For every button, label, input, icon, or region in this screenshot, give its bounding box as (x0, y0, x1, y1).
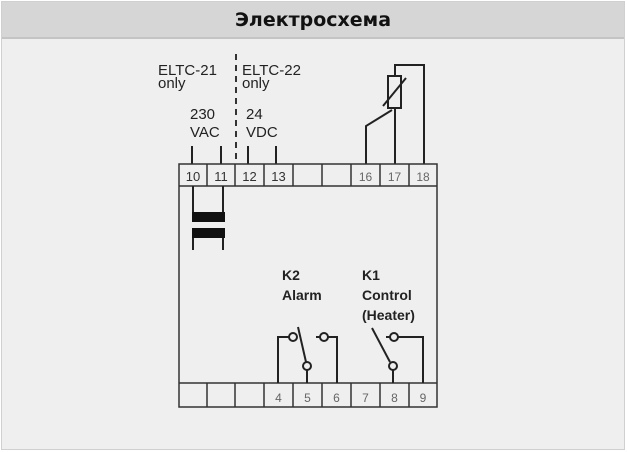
terminal-5: 5 (304, 391, 311, 405)
voltage-230-label: 230 (190, 106, 215, 123)
terminal-4: 4 (275, 391, 282, 405)
eltc21-label: ELTC-21 (158, 62, 217, 79)
terminal-7: 7 (362, 391, 369, 405)
terminal-16: 16 (359, 170, 373, 184)
k2-label: K2 (282, 267, 300, 283)
eltc21-only-label: only (158, 75, 186, 92)
terminal-9: 9 (420, 391, 427, 405)
terminal-10: 10 (186, 169, 200, 184)
terminal-18: 18 (416, 170, 430, 184)
eltc22-only-label: only (242, 75, 270, 92)
thermistor-sensor-icon (365, 64, 425, 164)
alarm-label: Alarm (282, 287, 322, 303)
terminal-8: 8 (391, 391, 398, 405)
control-label: Control (362, 287, 412, 303)
controller-housing (178, 163, 438, 408)
terminal-11: 11 (214, 169, 228, 184)
terminal-13: 13 (271, 169, 285, 184)
terminal-6: 6 (333, 391, 340, 405)
k1-label: K1 (362, 267, 380, 283)
top-terminal-row: 10 11 12 13 16 17 18 (186, 164, 430, 186)
bottom-terminal-row: 4 5 6 7 8 9 (206, 383, 427, 407)
vac-label: VAC (190, 124, 220, 141)
heater-label: (Heater) (362, 307, 415, 323)
vdc-label: VDC (246, 124, 278, 141)
panel-title: Электросхема (2, 2, 624, 39)
k1-relay-contact-icon (371, 327, 424, 383)
terminal-12: 12 (242, 169, 256, 184)
panel-title-text: Электросхема (234, 8, 392, 31)
k2-relay-contact-icon (277, 326, 338, 383)
supply-leads (191, 146, 277, 164)
eltc22-label: ELTC-22 (242, 62, 301, 79)
voltage-24-label: 24 (246, 106, 263, 123)
terminal-17: 17 (388, 170, 402, 184)
transformer-icon (192, 186, 225, 250)
